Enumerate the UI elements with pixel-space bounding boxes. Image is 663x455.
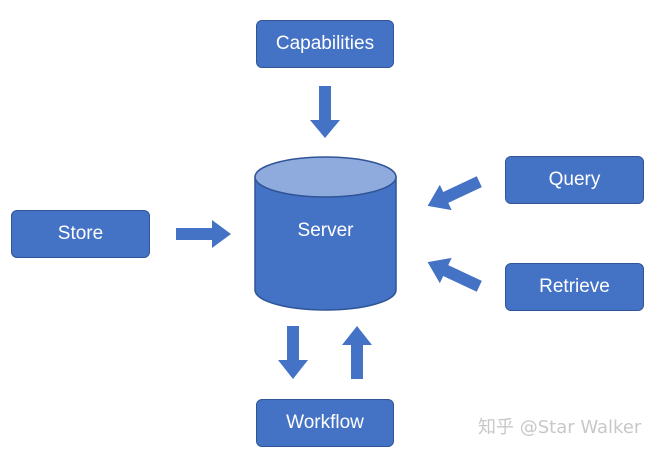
arrow-workflow-to-server (342, 326, 372, 379)
watermark-text: 知乎 @Star Walker (478, 417, 642, 438)
arrow-retrieve-to-server (427, 257, 482, 292)
arrow-server-to-workflow (278, 326, 308, 379)
server-cylinder-top (254, 156, 397, 198)
capabilities-label: Capabilities (275, 33, 375, 54)
query-box: Query (505, 156, 644, 204)
store-label: Store (57, 223, 104, 244)
arrow-query-to-server (427, 176, 482, 211)
workflow-box: Workflow (256, 399, 394, 447)
workflow-label: Workflow (286, 412, 364, 433)
store-box: Store (11, 210, 150, 258)
server-cylinder (254, 156, 397, 311)
retrieve-box: Retrieve (505, 263, 644, 311)
arrow-store-to-server (176, 220, 231, 248)
retrieve-label: Retrieve (539, 276, 610, 297)
server-cylinder-body (254, 176, 397, 311)
arrow-capabilities-to-server (310, 86, 340, 138)
server-label: Server (297, 220, 354, 241)
capabilities-box: Capabilities (256, 20, 394, 68)
query-label: Query (548, 169, 601, 190)
